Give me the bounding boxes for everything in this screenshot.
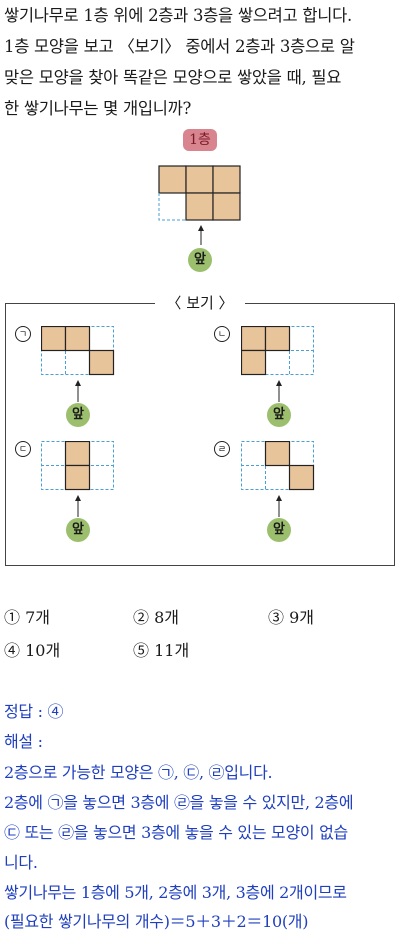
empty-cell xyxy=(158,193,186,221)
answer-label: 정답 : ④ xyxy=(4,702,64,721)
block xyxy=(64,464,91,491)
front-arrow xyxy=(75,495,81,517)
block xyxy=(64,326,91,352)
explanation-line: (필요한 쌓기나무의 개수)＝5＋3＋2＝10(개) xyxy=(4,912,309,931)
choice-4[interactable]: ④ 10개 xyxy=(4,637,60,661)
question-text: 쌓기나무로 1층 위에 2층과 3층을 쌓으려고 합니다. 1층 모양을 보고 … xyxy=(4,0,398,124)
block xyxy=(212,165,241,194)
option-marker-giyeok: ㄱ xyxy=(15,326,31,342)
front-arrow xyxy=(198,225,204,245)
front-label: 앞 xyxy=(66,518,90,542)
block xyxy=(88,349,115,376)
question-line: 한 쌓기나무는 몇 개입니까? xyxy=(4,99,192,118)
block xyxy=(158,165,187,194)
explanation-line: 쌓기나무는 1층에 5개, 2층에 3개, 3층에 2개이므로 xyxy=(4,883,347,902)
block xyxy=(185,192,214,221)
option-marker-rieul: ㄹ xyxy=(214,441,230,457)
explanation-line: 2층에 ㉠을 놓으면 3층에 ㉣을 놓을 수 있지만, 2층에 xyxy=(4,793,354,812)
front-label: 앞 xyxy=(267,518,291,542)
explanation-line: 니다. xyxy=(4,853,38,872)
block xyxy=(288,464,315,491)
option-marker-digeut: ㄷ xyxy=(15,441,31,457)
explanation-line: 2층으로 가능한 모양은 ㉠, ㉢, ㉣입니다. xyxy=(4,763,273,782)
floor1-badge: 1층 xyxy=(183,129,217,151)
front-arrow xyxy=(276,380,282,402)
bogi-grid-digeut xyxy=(41,441,114,491)
choice-text: 9개 xyxy=(289,608,315,627)
block xyxy=(212,192,241,221)
choice-text: 11개 xyxy=(154,641,190,660)
question-line: 맞은 모양을 찾아 똑같은 모양으로 쌓았을 때, 필요 xyxy=(4,68,342,87)
floor1-grid xyxy=(158,165,241,221)
choice-number: ③ xyxy=(268,608,285,627)
choice-number: ④ xyxy=(4,641,21,660)
block xyxy=(264,441,291,467)
choice-text: 8개 xyxy=(154,608,180,627)
front-arrow xyxy=(276,495,282,517)
question-line: 1층 모양을 보고 〈보기〉 중에서 2층과 3층으로 알 xyxy=(4,37,355,56)
block xyxy=(241,349,267,376)
front-label: 앞 xyxy=(188,248,212,272)
option-marker-nieun: ㄴ xyxy=(214,326,230,342)
block xyxy=(241,326,267,352)
choice-1[interactable]: ① 7개 xyxy=(4,604,50,628)
explanation-line: ㉢ 또는 ㉣을 놓으면 3층에 놓을 수 있는 모양이 없습 xyxy=(4,823,348,842)
explanation-label: 해설 : xyxy=(4,732,43,751)
choice-5[interactable]: ⑤ 11개 xyxy=(133,637,189,661)
choice-text: 10개 xyxy=(25,641,61,660)
front-label: 앞 xyxy=(66,403,90,427)
bogi-grid-nieun xyxy=(241,326,314,376)
front-arrow xyxy=(75,380,81,402)
choice-number: ② xyxy=(133,608,150,627)
block xyxy=(185,165,214,194)
choice-2[interactable]: ② 8개 xyxy=(133,604,179,628)
choice-text: 7개 xyxy=(25,608,51,627)
choice-number: ⑤ xyxy=(133,641,150,660)
choice-number: ① xyxy=(4,608,21,627)
choice-3[interactable]: ③ 9개 xyxy=(268,604,314,628)
block xyxy=(64,441,91,467)
question-line: 쌓기나무로 1층 위에 2층과 3층을 쌓으려고 합니다. xyxy=(4,6,352,25)
bogi-grid-rieul xyxy=(241,441,315,491)
front-label: 앞 xyxy=(267,403,291,427)
block xyxy=(41,326,67,352)
bogi-grid-giyeok xyxy=(41,326,115,376)
bogi-title: 〈 보기 〉 xyxy=(155,292,245,314)
block xyxy=(264,326,291,352)
